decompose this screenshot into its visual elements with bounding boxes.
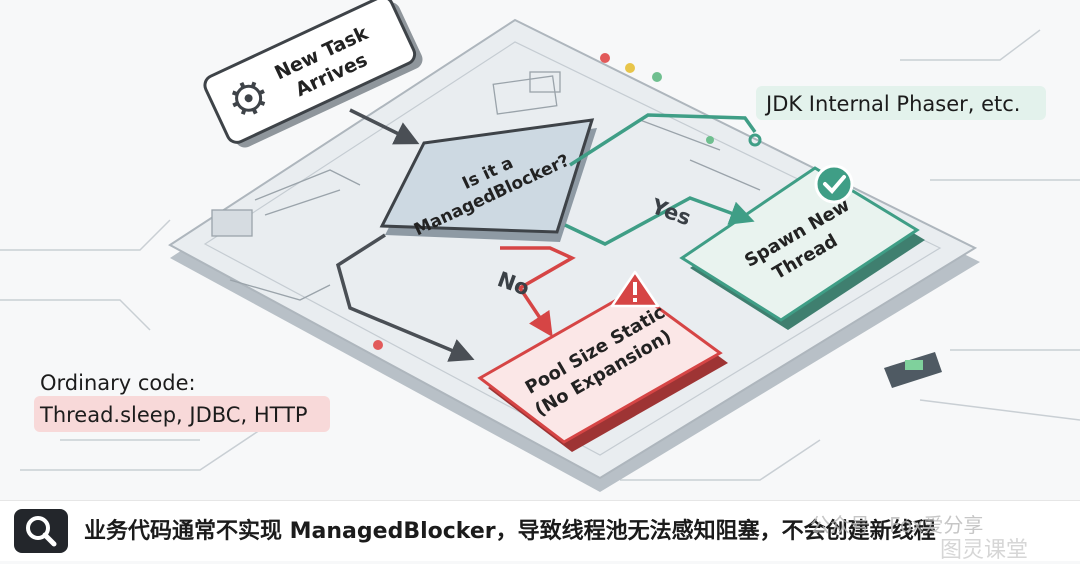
jdk-annotation: JDK Internal Phaser, etc. [756, 86, 1046, 120]
edge-start-to-decision [349, 108, 420, 145]
status-leds [373, 53, 714, 350]
circuit-board [168, 18, 978, 480]
edge-no-red [500, 246, 576, 338]
edge-ordinary [335, 233, 475, 362]
side-connector [884, 352, 942, 388]
flow-diagram: New Task Arrives Is it a ManagedBlocker?… [0, 0, 1080, 492]
warning-icon [610, 270, 660, 308]
static-node: Pool Size Static (No Expansion) [477, 288, 728, 452]
caption-bar: 业务代码通常不实现 ManagedBlocker，导致线程池无法感知阻塞，不会创… [0, 500, 1080, 561]
watermark-secondary: 图灵课堂 [940, 538, 1029, 563]
trace-node-dot [748, 133, 762, 147]
circuit-traces [0, 29, 1080, 481]
gear-icon [231, 81, 266, 115]
ordinary-annotation-title: Ordinary code: [40, 371, 196, 395]
ordinary-annotation: Ordinary code: Thread.sleep, JDBC, HTTP [32, 366, 330, 432]
board-decorations [211, 71, 761, 411]
watermark-primary: 公众号 · Fox爱分享 [810, 513, 984, 537]
decision-node: Is it a ManagedBlocker? [379, 118, 597, 242]
edge-yes [564, 196, 755, 246]
caption-text: 业务代码通常不实现 ManagedBlocker，导致线程池无法感知阻塞，不会创… [84, 519, 936, 544]
jdk-annotation-text: JDK Internal Phaser, etc. [764, 92, 1020, 116]
edge-jdk-trace [569, 113, 757, 167]
search-icon [14, 509, 68, 553]
spawn-node: Spawn New Thread [679, 166, 925, 330]
ordinary-annotation-examples: Thread.sleep, JDBC, HTTP [39, 403, 308, 427]
edges [335, 108, 757, 362]
board-inner-edge [203, 41, 942, 456]
checkmark-icon [814, 164, 854, 204]
start-node: New Task Arrives [203, 0, 423, 148]
